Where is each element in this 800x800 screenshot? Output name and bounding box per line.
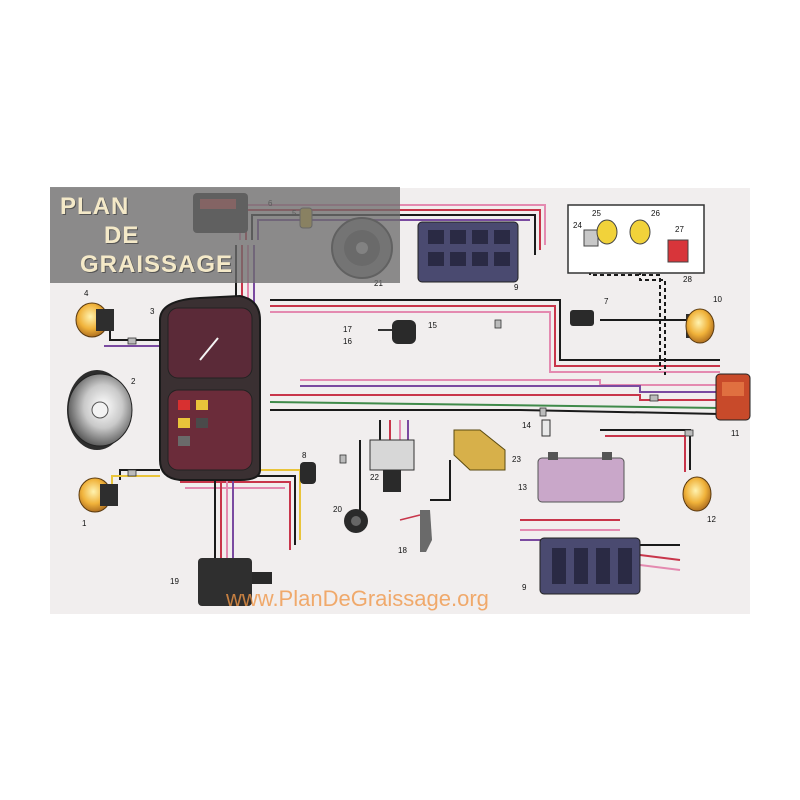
ignition-coil [378,320,416,344]
voltage-regulator [369,439,415,492]
fuse-box-top [417,221,519,283]
component-label: 20 [333,505,342,514]
rear-turn-signal-upper [685,308,715,344]
component-label: 4 [84,289,89,298]
logo-line-1: PLAN [60,193,130,220]
component-label: 14 [522,421,531,430]
component-label: 13 [518,483,527,492]
component-label: 2 [131,377,136,386]
component-label: 15 [428,321,437,330]
component-label: 24 [573,221,582,230]
rear-turn-signal-lower [682,476,712,512]
component-label: 27 [675,225,684,234]
component-label: 19 [170,577,179,586]
battery [537,452,625,503]
logo-line-2: DE [104,222,140,249]
flasher-relay [570,310,594,326]
logo-banner [50,187,400,283]
fuse-box-bottom [539,537,641,595]
rectifier [453,429,506,471]
component-label: 7 [604,297,609,306]
component-label: 16 [343,337,352,346]
component-label: 3 [150,307,155,316]
ignition-coil-bottom [198,558,272,606]
component-label: 18 [398,546,407,555]
component-label: 11 [731,429,740,438]
front-turn-signal-upper [75,302,114,338]
front-turn-signal-lower [78,477,118,513]
component-label: 21 [374,279,383,288]
component-label: 17 [343,325,352,334]
component-number-labels: 1234567891011121314151617181920212223242… [82,199,740,592]
indicator-inset [567,204,705,274]
component-label: 9 [514,283,519,292]
instrument-cluster [159,294,261,481]
stop-switch [300,462,316,484]
component-label: 12 [707,515,716,524]
headlight [67,370,133,450]
inline-fuse [541,419,551,437]
brake-pedal-switch [399,510,432,552]
component-label: 28 [683,275,692,284]
tail-light [715,373,751,421]
component-label: 1 [82,519,87,528]
component-label: 23 [512,455,521,464]
watermark-url[interactable]: www.PlanDeGraissage.org [226,586,489,611]
component-label: 26 [651,209,660,218]
harness-connectors [127,319,694,477]
component-label: 9 [522,583,527,592]
horn [344,509,368,533]
component-label: 22 [370,473,379,482]
component-label: 25 [592,209,601,218]
component-label: 10 [713,295,722,304]
logo-line-3: GRAISSAGE [80,251,234,278]
component-label: 8 [302,451,307,460]
